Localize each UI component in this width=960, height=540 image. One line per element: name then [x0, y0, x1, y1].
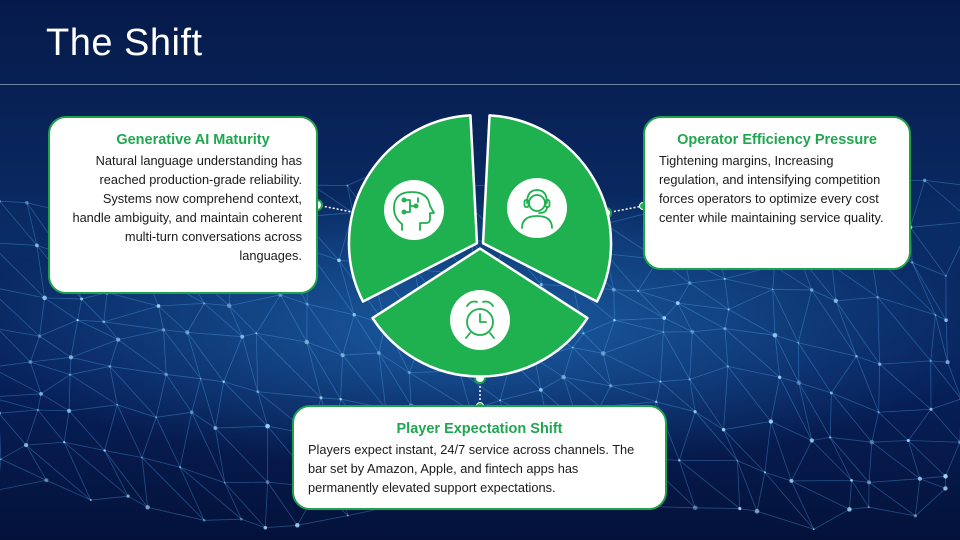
- headset-agent-icon: [507, 178, 567, 238]
- card-body: Tightening margins, Increasing regulatio…: [659, 153, 884, 225]
- card-title: Operator Efficiency Pressure: [677, 132, 877, 148]
- connector-left: [316, 204, 358, 214]
- title-divider: [0, 84, 960, 85]
- ai-head-icon: [384, 180, 444, 240]
- card-title: Generative AI Maturity: [116, 132, 270, 148]
- alarm-clock-icon: [450, 290, 510, 350]
- card-operator-efficiency: Operator Efficiency Pressure Tightening …: [643, 116, 911, 270]
- card-body: Players expect instant, 24/7 service acr…: [308, 442, 635, 495]
- card-title: Player Expectation Shift: [396, 421, 563, 437]
- slide-title: The Shift: [46, 22, 203, 64]
- card-player-expectation: Player Expectation Shift Players expect …: [292, 405, 667, 510]
- card-generative-ai: Generative AI Maturity Natural language …: [48, 116, 318, 294]
- card-body: Natural language understanding has reach…: [72, 153, 302, 263]
